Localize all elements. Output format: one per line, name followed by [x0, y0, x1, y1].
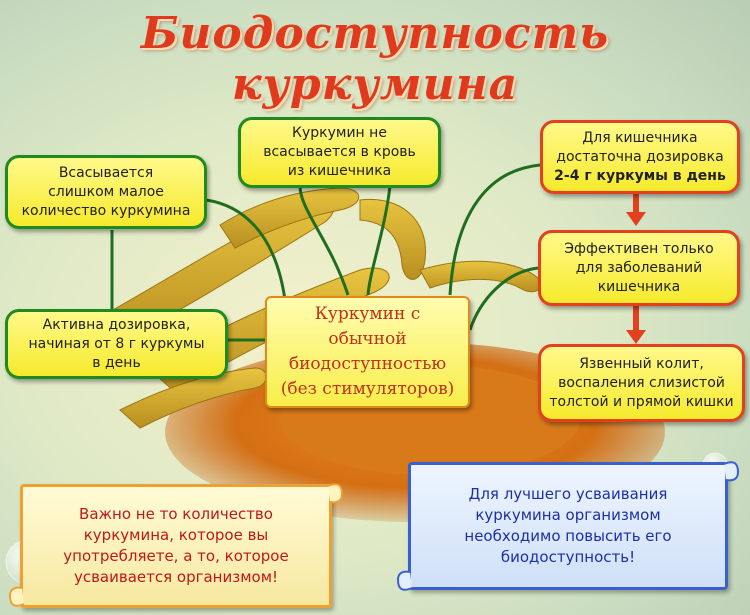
- arrow-down-icon: [626, 212, 646, 226]
- box-effective-text: Эффективен только для заболеваний кишечн…: [564, 240, 714, 295]
- connector-line: [366, 185, 392, 296]
- box-colitis-text: Язвенный колит, воспаления слизистой тол…: [549, 355, 734, 410]
- box-active-dose-text: Активна дозировка, начиная от 8 г куркум…: [28, 316, 205, 371]
- connector-line: [205, 198, 287, 301]
- box-not-absorbed-text: Куркумин не всасывается в кровь из кишеч…: [263, 125, 416, 179]
- arrow-down-icon: [626, 330, 646, 344]
- scroll-note-left-text: Важно не то количество куркумина, которо…: [63, 505, 289, 586]
- connector-line: [448, 163, 541, 296]
- box-center-curcumin: Куркумин с обычной биодоступностью (без …: [265, 296, 470, 408]
- box-center-text: Куркумин с обычной биодоступностью (без …: [280, 304, 455, 399]
- arrow-shaft: [633, 306, 639, 332]
- connector-line: [298, 185, 350, 296]
- arrow-shaft: [633, 194, 639, 214]
- scroll-note-right: Для лучшего усваивания куркумина организ…: [408, 462, 728, 590]
- box-active-dose: Активна дозировка, начиная от 8 г куркум…: [5, 309, 228, 379]
- box-intestine-dose-bold: 2-4 г куркумы в день: [554, 167, 726, 184]
- box-effective: Эффективен только для заболеваний кишечн…: [538, 230, 740, 306]
- box-absorb-small: Всасывается слишком малое количество кур…: [5, 155, 207, 229]
- box-colitis: Язвенный колит, воспаления слизистой тол…: [538, 344, 745, 422]
- box-not-absorbed: Куркумин не всасывается в кровь из кишеч…: [238, 117, 441, 188]
- box-intestine-dose-lead: Для кишечника достаточна дозировка: [556, 129, 724, 165]
- page-title: Биодоступность куркумина: [140, 8, 610, 110]
- connector-line: [468, 266, 539, 331]
- scroll-note-right-text: Для лучшего усваивания куркумина организ…: [464, 485, 672, 566]
- scroll-note-left: Важно не то количество куркумина, которо…: [20, 484, 332, 608]
- box-absorb-small-text: Всасывается слишком малое количество кур…: [21, 164, 191, 219]
- box-intestine-dose: Для кишечника достаточна дозировка 2-4 г…: [540, 120, 740, 194]
